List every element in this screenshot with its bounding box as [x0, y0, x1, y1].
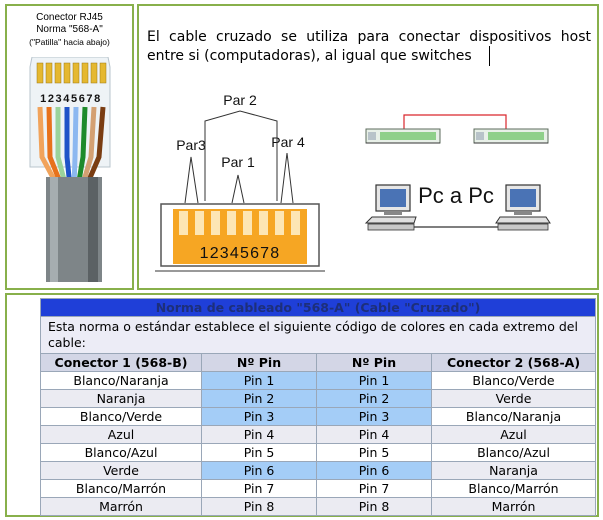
connector1-color: Marrón: [40, 497, 202, 516]
header-connector-2: Conector 2 (568-A): [431, 353, 596, 372]
pairs-diagram: Par 2 Par3 Par 1 Par 4 12345678: [155, 92, 325, 272]
connector2-color: Marrón: [431, 497, 596, 516]
connector2-color: Blanco/Naranja: [431, 407, 596, 426]
header-pin-2: Nº Pin: [316, 353, 432, 372]
connector-pin-numbers: 12345678: [200, 245, 281, 262]
pin-number-right: Pin 5: [316, 443, 432, 462]
rj45-connector-illustration: 12345678: [29, 57, 111, 282]
connector1-color: Blanco/Azul: [40, 443, 202, 462]
pin-number-right: Pin 7: [316, 479, 432, 498]
connector2-color: Blanco/Azul: [431, 443, 596, 462]
rj45-panel: Conector RJ45 Norma "568-A" ("Patilla" h…: [5, 4, 134, 290]
connector1-color: Verde: [40, 461, 202, 480]
pin-number-right: Pin 6: [316, 461, 432, 480]
pin-number-left: Pin 6: [201, 461, 317, 480]
connector2-color: Azul: [431, 425, 596, 444]
table-header-row: Conector 1 (568-B) Nº Pin Nº Pin Conecto…: [40, 353, 596, 372]
table-row: Naranja Pin 2 Pin 2 Verde: [40, 389, 596, 408]
connector1-color: Blanco/Naranja: [40, 371, 202, 390]
pc-left-icon: [364, 184, 417, 231]
pin-number-right: Pin 1: [316, 371, 432, 390]
table-description: Esta norma o estándar establece el sigui…: [40, 316, 596, 354]
switch-left-icon: [365, 128, 441, 144]
connector2-color: Blanco/Verde: [431, 371, 596, 390]
table-title: Norma de cableado "568-A" (Cable "Cruzad…: [40, 298, 596, 317]
par3-label: Par3: [176, 137, 206, 153]
connector1-color: Blanco/Marrón: [40, 479, 202, 498]
pin-number-right: Pin 2: [316, 389, 432, 408]
pin-number-right: Pin 3: [316, 407, 432, 426]
wiring-standard-table: Norma de cableado "568-A" (Cable "Cruzad…: [40, 298, 596, 516]
table-row: Blanco/Naranja Pin 1 Pin 1 Blanco/Verde: [40, 371, 596, 390]
pin-number-left: Pin 4: [201, 425, 317, 444]
header-connector-1: Conector 1 (568-B): [40, 353, 202, 372]
connector1-color: Azul: [40, 425, 202, 444]
connector1-color: Naranja: [40, 389, 202, 408]
pin-number-left: Pin 5: [201, 443, 317, 462]
par4-label: Par 4: [271, 134, 305, 150]
switch-right-icon: [473, 128, 549, 144]
connector1-color: Blanco/Verde: [40, 407, 202, 426]
par2-label: Par 2: [223, 92, 257, 108]
pin-number-left: Pin 7: [201, 479, 317, 498]
par1-label: Par 1: [221, 154, 255, 170]
description-panel: El cable cruzado se utiliza para conecta…: [137, 4, 599, 290]
header-pin-1: Nº Pin: [201, 353, 317, 372]
connector2-color: Naranja: [431, 461, 596, 480]
pin-number-left: Pin 2: [201, 389, 317, 408]
pin-number-left: Pin 1: [201, 371, 317, 390]
intro-text: El cable cruzado se utiliza para conecta…: [147, 29, 591, 64]
table-row: Verde Pin 6 Pin 6 Naranja: [40, 461, 596, 480]
rj45-caption-title: Conector RJ45: [36, 12, 103, 23]
rj45-caption-note: ("Patilla" hacia abajo): [29, 37, 110, 47]
table-row: Blanco/Marrón Pin 7 Pin 7 Blanco/Marrón: [40, 479, 596, 498]
table-row: Marrón Pin 8 Pin 8 Marrón: [40, 497, 596, 516]
table-row: Blanco/Azul Pin 5 Pin 5 Blanco/Azul: [40, 443, 596, 462]
connector2-color: Blanco/Marrón: [431, 479, 596, 498]
table-description-row: Esta norma o estándar establece el sigui…: [40, 316, 596, 354]
pin-number-right: Pin 8: [316, 497, 432, 516]
text-cursor: [489, 46, 490, 66]
table-title-row: Norma de cableado "568-A" (Cable "Cruzad…: [40, 298, 596, 317]
connector2-color: Verde: [431, 389, 596, 408]
rj45-caption-norm: Norma "568-A": [36, 24, 103, 35]
table-row: Azul Pin 4 Pin 4 Azul: [40, 425, 596, 444]
rj45-pin-numbers: 12345678: [40, 93, 102, 105]
pin-number-left: Pin 3: [201, 407, 317, 426]
rj45-caption: Conector RJ45 Norma "568-A" ("Patilla" h…: [9, 12, 130, 48]
pin-number-right: Pin 4: [316, 425, 432, 444]
table-row: Blanco/Verde Pin 3 Pin 3 Blanco/Naranja: [40, 407, 596, 426]
pc-right-icon: [495, 184, 551, 231]
pc-a-pc-label: Pc a Pc: [418, 183, 494, 208]
pc-to-pc-diagram: Pc a Pc: [364, 114, 551, 231]
pin-number-left: Pin 8: [201, 497, 317, 516]
